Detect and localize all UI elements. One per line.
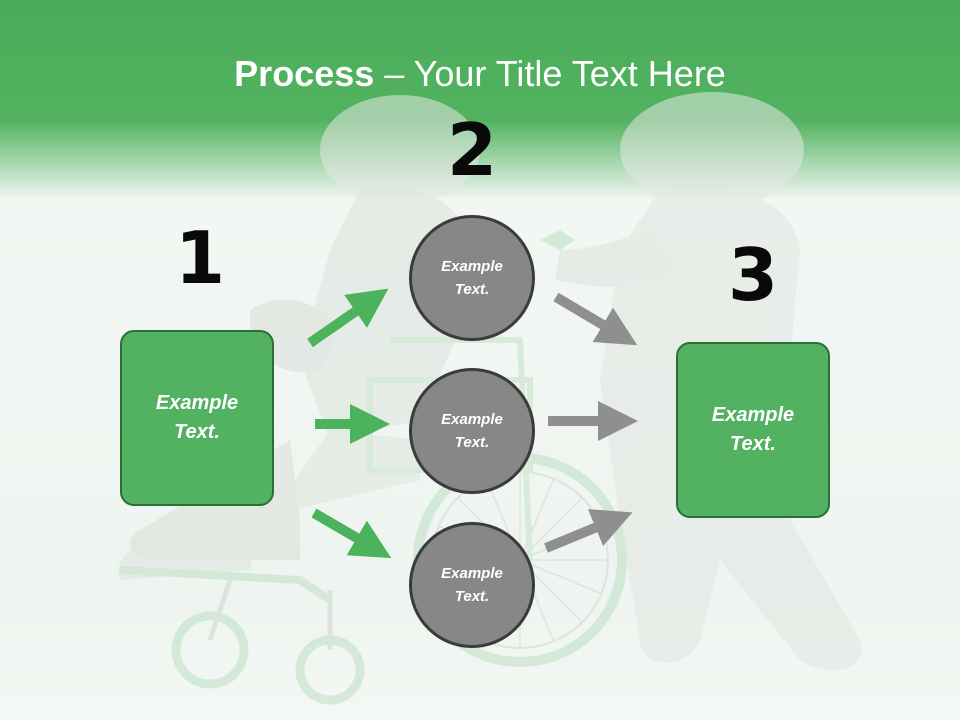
- circle-top[interactable]: Example Text.: [409, 215, 535, 341]
- title-rest: – Your Title Text Here: [374, 53, 726, 94]
- title-bold: Process: [234, 53, 375, 94]
- arrow-gray-down: [553, 292, 638, 346]
- arrow-gray-up: [544, 509, 633, 553]
- circle-middle-text: Example Text.: [441, 411, 503, 451]
- circle-bottom-text: Example Text.: [441, 565, 503, 605]
- arrow-green-down: [311, 508, 392, 559]
- circle-bottom[interactable]: Example Text.: [409, 522, 535, 648]
- arrow-green-up: [307, 288, 389, 348]
- right-box-text: Example Text.: [711, 404, 795, 455]
- step-number-3: 3: [727, 233, 779, 317]
- circle-top-text: Example Text.: [441, 258, 503, 298]
- step-number-1: 1: [174, 216, 226, 300]
- circle-middle[interactable]: Example Text.: [409, 368, 535, 494]
- step-number-2: 2: [446, 108, 498, 192]
- slide-title: Process – Your Title Text Here: [0, 52, 960, 96]
- left-box[interactable]: Example Text.: [120, 330, 274, 506]
- right-box[interactable]: Example Text.: [676, 342, 830, 518]
- left-box-text: Example Text.: [155, 392, 239, 443]
